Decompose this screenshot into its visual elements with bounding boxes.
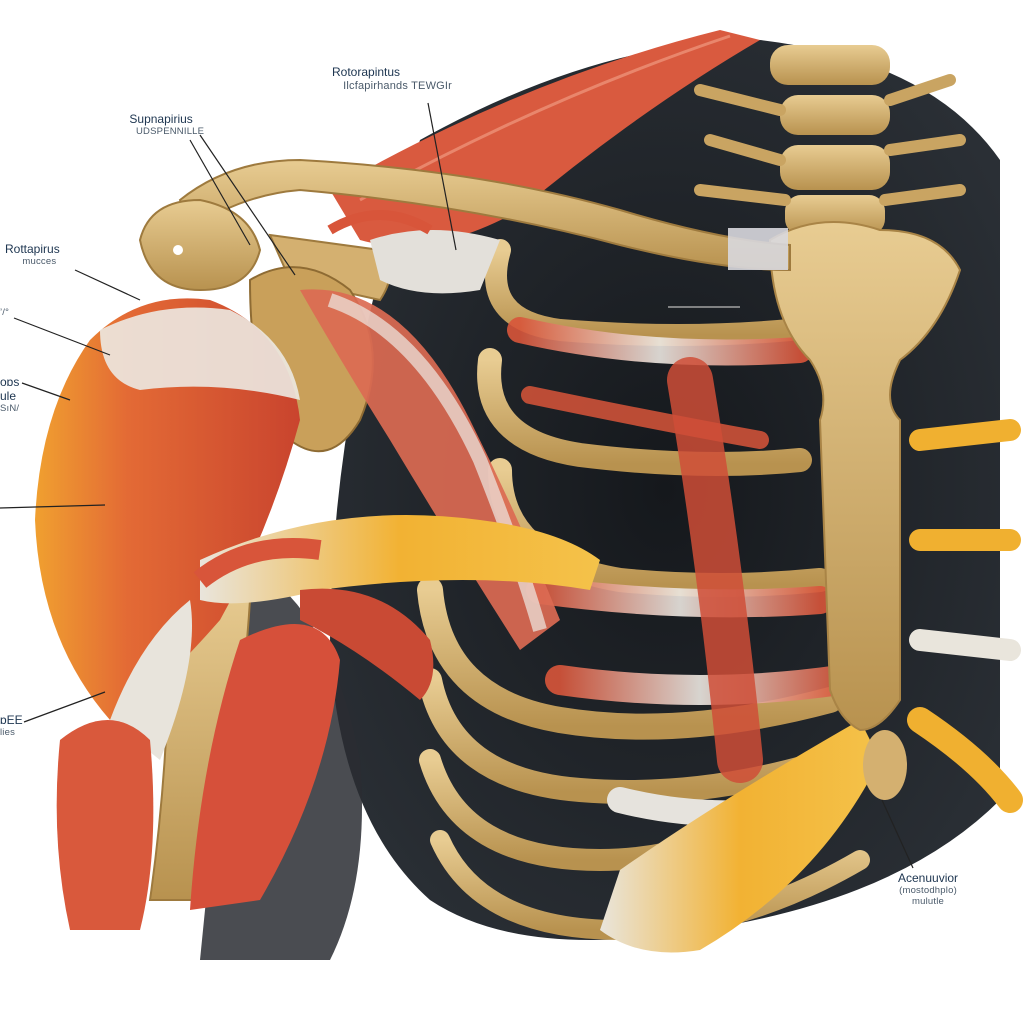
label-title: ɒEE	[0, 713, 23, 727]
label-extra: mulutle	[912, 895, 945, 907]
supraspinatus-tendon	[370, 230, 500, 294]
label-subtitle: mucces	[22, 255, 57, 267]
label-title: oɒs	[0, 375, 20, 389]
label-extra: SıN/	[0, 402, 20, 414]
brachialis-muscle	[190, 624, 340, 910]
label-subtitle: ule	[0, 388, 17, 403]
label-left-partial-3: ɒEE lies	[0, 713, 23, 739]
label-supnapirius: Supnapirius UDSPENNILLE	[118, 112, 205, 138]
label-title: Acenuuvior	[898, 871, 959, 885]
label-subtitle: (mostodhplo)	[899, 884, 957, 896]
label-subtitle: lies	[0, 726, 16, 738]
serratus-band	[300, 588, 434, 700]
acromion	[138, 198, 262, 292]
label-title: Rottapirus	[5, 242, 60, 256]
deltoid-muscle	[35, 298, 300, 720]
biceps-muscle	[56, 720, 154, 930]
vertebral-column	[694, 45, 966, 235]
intercostal-muscles	[507, 317, 855, 827]
label-rottapirus: Rottapirus mucces	[5, 242, 60, 268]
label-subtitle: Ilcfapirhands TEWGIr	[343, 79, 453, 92]
label-left-partial-2: oɒs ule SıN/	[0, 375, 20, 415]
pectoralis-major	[200, 515, 600, 604]
clavicle	[178, 158, 791, 272]
label-title: Supnapirius	[129, 112, 193, 126]
label-title: Rotorapintus	[332, 65, 401, 79]
label-rotorapintus: Rotorapintus Ilcfapirhands TEWGIr	[332, 65, 453, 92]
sternum	[768, 221, 962, 800]
label-left-partial-1: ’/°	[0, 307, 10, 319]
label-title: ’/°	[0, 307, 10, 318]
leader-lines	[0, 102, 914, 869]
label-acenuuvior: Acenuuvior (mostodhplo) mulutle	[898, 871, 959, 908]
abdominal-oblique-muscle	[600, 720, 880, 953]
label-subtitle: UDSPENNILLE	[136, 125, 205, 137]
